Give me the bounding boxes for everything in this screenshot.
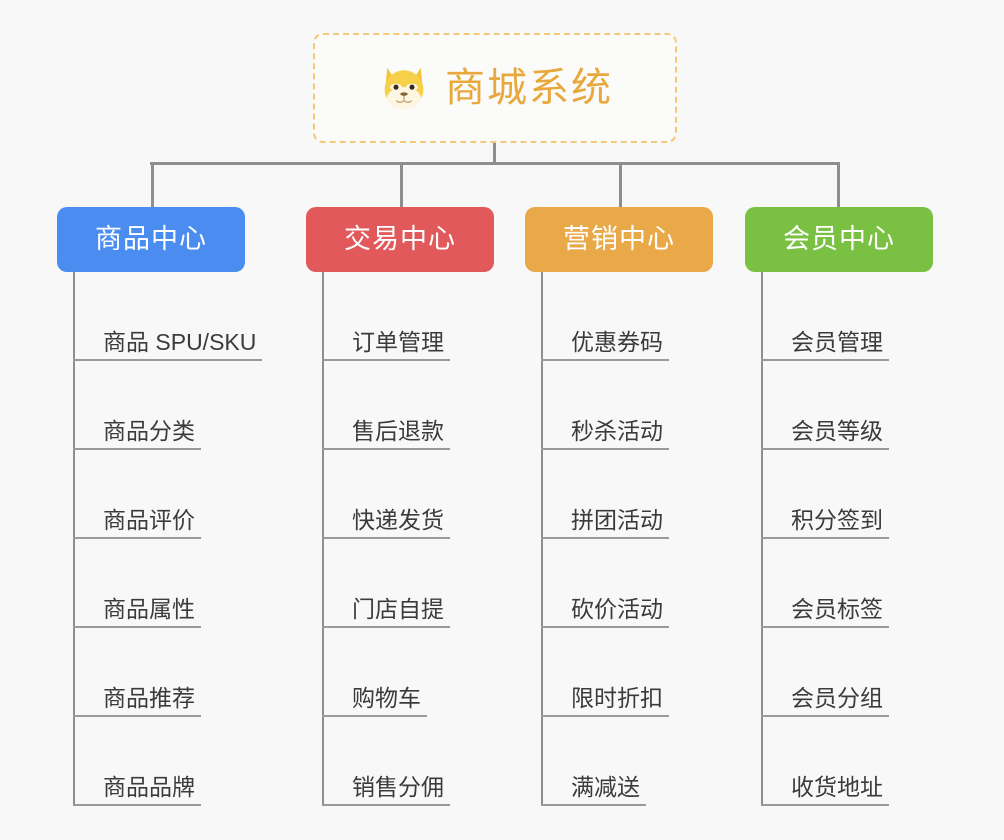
dog-face-icon [384, 67, 424, 110]
leaf-node[interactable]: 会员标签 [761, 539, 889, 628]
leaf-node[interactable]: 门店自提 [322, 539, 450, 628]
leaf-underline: 商品分类 [73, 418, 201, 450]
leaf-underline: 商品品牌 [73, 774, 201, 806]
root-title: 商城系统 [445, 66, 613, 110]
leaf-underline: 积分签到 [761, 507, 889, 539]
leaf-node[interactable]: 商品评价 [73, 450, 201, 539]
leaf-underline: 售后退款 [322, 418, 450, 450]
leaf-label: 商品推荐 [103, 684, 195, 711]
leaf-underline: 门店自提 [322, 596, 450, 628]
branch-label: 商品中心 [95, 224, 207, 254]
leaf-label: 销售分佣 [352, 773, 444, 800]
branch-drop-connector [837, 162, 840, 208]
leaf-label: 会员标签 [791, 595, 883, 622]
leaf-label: 购物车 [352, 684, 421, 711]
branch-drop-connector [619, 162, 622, 208]
leaf-label: 商品评价 [103, 506, 195, 533]
leaf-label: 会员分组 [791, 684, 883, 711]
leaf-underline: 销售分佣 [322, 774, 450, 806]
leaf-node[interactable]: 砍价活动 [541, 539, 669, 628]
leaf-node[interactable]: 限时折扣 [541, 628, 669, 717]
leaf-underline: 收货地址 [761, 774, 889, 806]
leaf-underline: 会员等级 [761, 418, 889, 450]
leaf-label: 会员管理 [791, 328, 883, 355]
leaf-label: 售后退款 [352, 417, 444, 444]
leaf-underline: 会员标签 [761, 596, 889, 628]
leaf-node[interactable]: 优惠券码 [541, 272, 669, 361]
leaf-underline: 购物车 [322, 685, 427, 717]
branch-label: 营销中心 [563, 224, 675, 254]
leaf-underline: 秒杀活动 [541, 418, 669, 450]
leaf-underline: 订单管理 [322, 329, 450, 361]
leaf-node[interactable]: 满减送 [541, 717, 646, 806]
column-spine-connector [322, 272, 324, 806]
leaf-node[interactable]: 商品 SPU/SKU [73, 272, 263, 361]
leaf-label: 拼团活动 [571, 506, 663, 533]
leaf-node[interactable]: 商品推荐 [73, 628, 201, 717]
branch-node-4[interactable]: 会员中心 [745, 207, 933, 272]
leaf-label: 会员等级 [791, 417, 883, 444]
leaf-node[interactable]: 购物车 [322, 628, 427, 717]
leaf-node[interactable]: 秒杀活动 [541, 361, 669, 450]
branch-bus-connector [150, 162, 839, 165]
leaf-underline: 会员管理 [761, 329, 889, 361]
leaf-label: 秒杀活动 [571, 417, 663, 444]
branch-label: 交易中心 [344, 224, 456, 254]
leaf-label: 限时折扣 [571, 684, 663, 711]
branch-label: 会员中心 [783, 224, 895, 254]
leaf-underline: 砍价活动 [541, 596, 669, 628]
branch-node-1[interactable]: 商品中心 [57, 207, 245, 272]
leaf-node[interactable]: 拼团活动 [541, 450, 669, 539]
leaf-node[interactable]: 商品品牌 [73, 717, 201, 806]
leaf-label: 满减送 [571, 773, 640, 800]
leaf-underline: 商品属性 [73, 596, 201, 628]
leaf-underline: 商品评价 [73, 507, 201, 539]
leaf-node[interactable]: 积分签到 [761, 450, 889, 539]
leaf-label: 商品属性 [103, 595, 195, 622]
leaf-node[interactable]: 订单管理 [322, 272, 450, 361]
leaf-node[interactable]: 收货地址 [761, 717, 889, 806]
leaf-underline: 限时折扣 [541, 685, 669, 717]
leaf-node[interactable]: 商品属性 [73, 539, 201, 628]
branch-node-2[interactable]: 交易中心 [306, 207, 494, 272]
column-spine-connector [73, 272, 75, 806]
leaf-label: 优惠券码 [571, 328, 663, 355]
leaf-underline: 优惠券码 [541, 329, 669, 361]
leaf-node[interactable]: 销售分佣 [322, 717, 450, 806]
root-stem-connector [493, 143, 496, 164]
leaf-underline: 满减送 [541, 774, 646, 806]
leaf-node[interactable]: 售后退款 [322, 361, 450, 450]
column-spine-connector [541, 272, 543, 806]
leaf-node[interactable]: 快递发货 [322, 450, 450, 539]
leaf-node[interactable]: 会员分组 [761, 628, 889, 717]
branch-drop-connector [151, 162, 154, 208]
leaf-underline: 商品 SPU/SKU [73, 328, 263, 361]
leaf-underline: 拼团活动 [541, 507, 669, 539]
leaf-underline: 会员分组 [761, 685, 889, 717]
leaf-label: 收货地址 [791, 773, 883, 800]
leaf-node[interactable]: 会员管理 [761, 272, 889, 361]
leaf-label: 订单管理 [352, 328, 444, 355]
leaf-label: 商品 SPU/SKU [103, 328, 257, 355]
leaf-label: 门店自提 [352, 595, 444, 622]
leaf-node[interactable]: 商品分类 [73, 361, 201, 450]
branch-drop-connector [400, 162, 403, 208]
leaf-underline: 商品推荐 [73, 685, 201, 717]
leaf-underline: 快递发货 [322, 507, 450, 539]
leaf-label: 快递发货 [352, 506, 444, 533]
leaf-label: 商品分类 [103, 417, 195, 444]
leaf-label: 砍价活动 [571, 595, 663, 622]
branch-node-3[interactable]: 营销中心 [525, 207, 713, 272]
leaf-label: 积分签到 [791, 506, 883, 533]
root-node[interactable]: 商城系统 [313, 33, 677, 143]
column-spine-connector [761, 272, 763, 806]
leaf-label: 商品品牌 [103, 773, 195, 800]
leaf-node[interactable]: 会员等级 [761, 361, 889, 450]
